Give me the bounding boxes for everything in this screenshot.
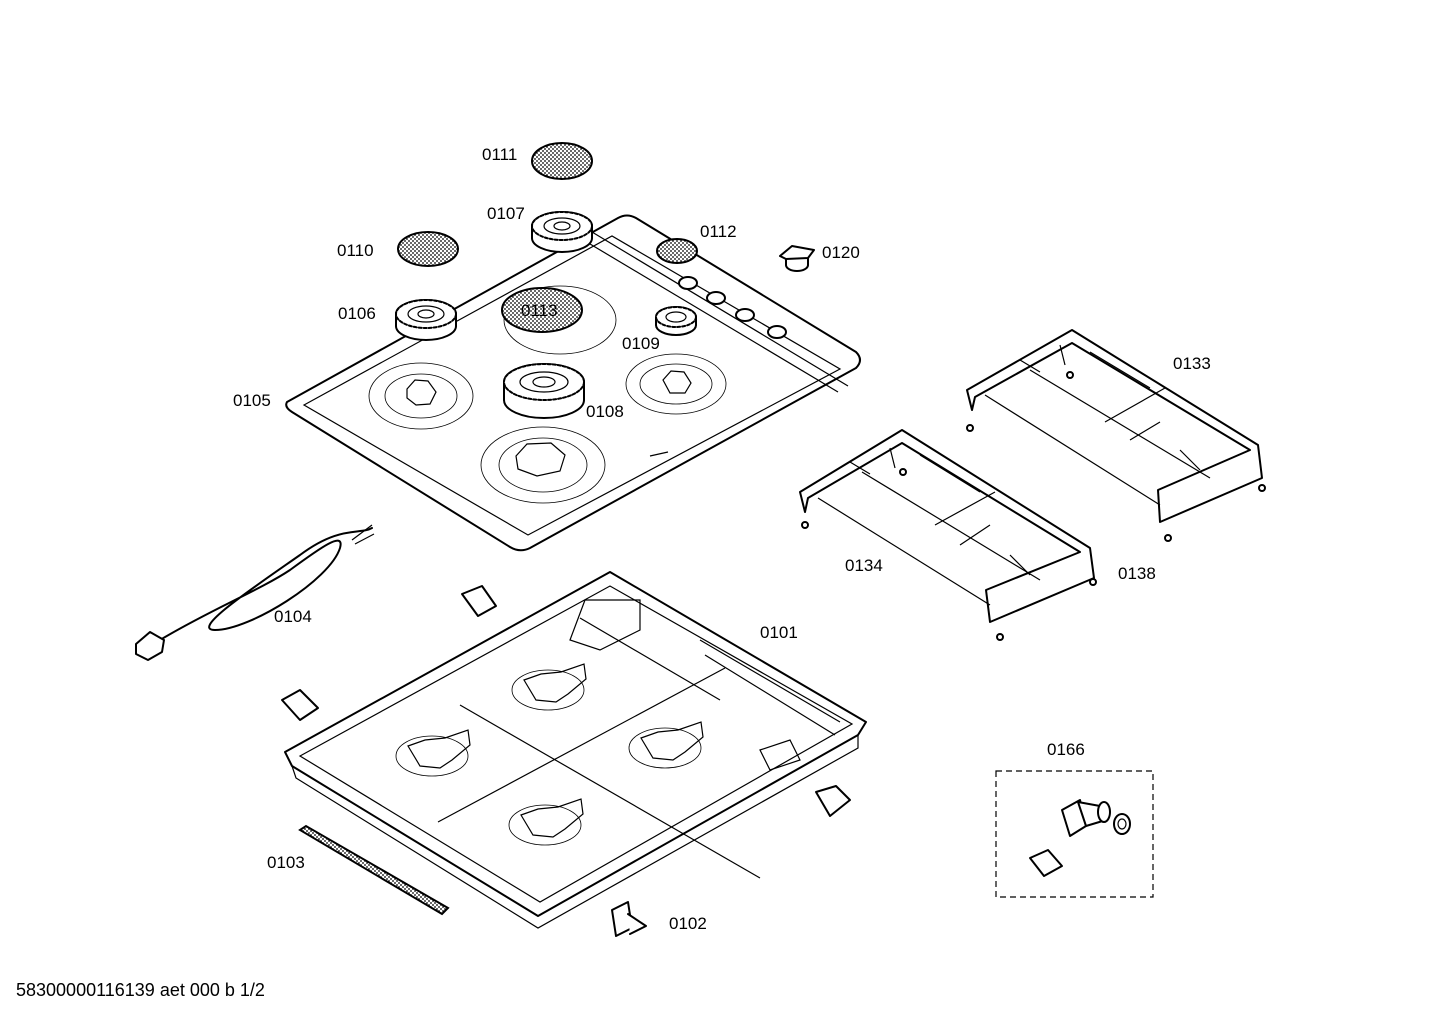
label-0101: 0101	[760, 623, 798, 642]
burner-cap-0111	[531, 142, 593, 180]
burner-0107	[531, 211, 593, 253]
clip-left	[281, 689, 319, 721]
label-0134: 0134	[845, 556, 883, 575]
burner-cap-0110	[397, 231, 459, 267]
clip-back	[461, 585, 497, 617]
burner-cap-0112	[656, 238, 698, 264]
kit-box-0166	[995, 770, 1154, 898]
label-0138: 0138	[1118, 564, 1156, 583]
label-0109: 0109	[622, 334, 660, 353]
burner-0108	[503, 363, 585, 419]
label-0133: 0133	[1173, 354, 1211, 373]
label-0120: 0120	[822, 243, 860, 262]
base-tray	[284, 571, 867, 929]
label-0166: 0166	[1047, 740, 1085, 759]
control-knob	[779, 245, 815, 272]
mounting-plate-back	[511, 663, 587, 711]
mounting-plate-front	[508, 798, 584, 846]
label-0102: 0102	[669, 914, 707, 933]
pan-support-0133	[966, 329, 1266, 542]
label-0106: 0106	[338, 304, 376, 323]
label-0113: 0113	[521, 301, 558, 320]
burner-0109	[655, 306, 697, 336]
gas-elbow-fitting	[1029, 799, 1131, 877]
sealing-strip	[298, 824, 450, 916]
mounting-plate-left	[395, 729, 471, 777]
label-0111: 0111	[482, 145, 517, 164]
label-0103: 0103	[267, 853, 305, 872]
label-0104: 0104	[274, 607, 312, 626]
clip-right	[815, 785, 851, 817]
burner-0106	[395, 299, 457, 341]
drawing-code: 58300000116139 aet 000 b 1/2	[16, 980, 265, 1000]
label-0112: 0112	[700, 222, 737, 241]
clip-0102-front	[611, 901, 647, 937]
label-0110: 0110	[337, 241, 374, 260]
label-0105: 0105	[233, 391, 271, 410]
label-0107: 0107	[487, 204, 525, 223]
burner-cap-0113	[501, 287, 583, 333]
mounting-plate-right	[628, 721, 704, 769]
power-cable	[135, 524, 375, 661]
pan-support-0134	[799, 429, 1097, 641]
label-0108: 0108	[586, 402, 624, 421]
